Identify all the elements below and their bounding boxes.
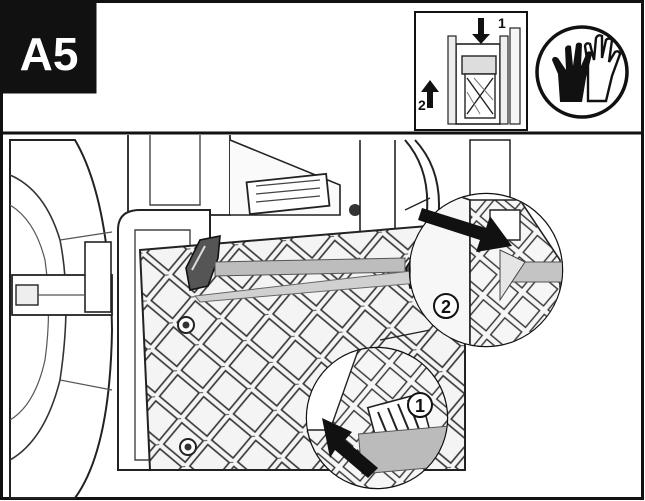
step-label-box <box>1 1 97 94</box>
step-label: A5 <box>20 28 79 80</box>
legend-box <box>414 11 528 131</box>
push-direction-arrow <box>322 418 378 478</box>
mounting-bracket <box>11 241 113 316</box>
arrow-down-icon <box>472 18 490 44</box>
connector-socket <box>245 172 331 216</box>
callout-step-2: 2 <box>379 192 564 348</box>
protective-gloves-icon <box>535 25 629 119</box>
legend-lift-step: 2 <box>418 97 426 113</box>
housing-back <box>127 135 511 301</box>
legend-push-step: 1 <box>498 15 506 31</box>
pull-direction-arrow <box>418 208 512 252</box>
callout-step-1-number: 1 <box>415 396 425 416</box>
callout-step-2-number: 2 <box>441 297 451 317</box>
release-tab-left <box>185 235 221 291</box>
motor-housing <box>9 139 114 499</box>
arrow-up-icon <box>421 80 439 108</box>
